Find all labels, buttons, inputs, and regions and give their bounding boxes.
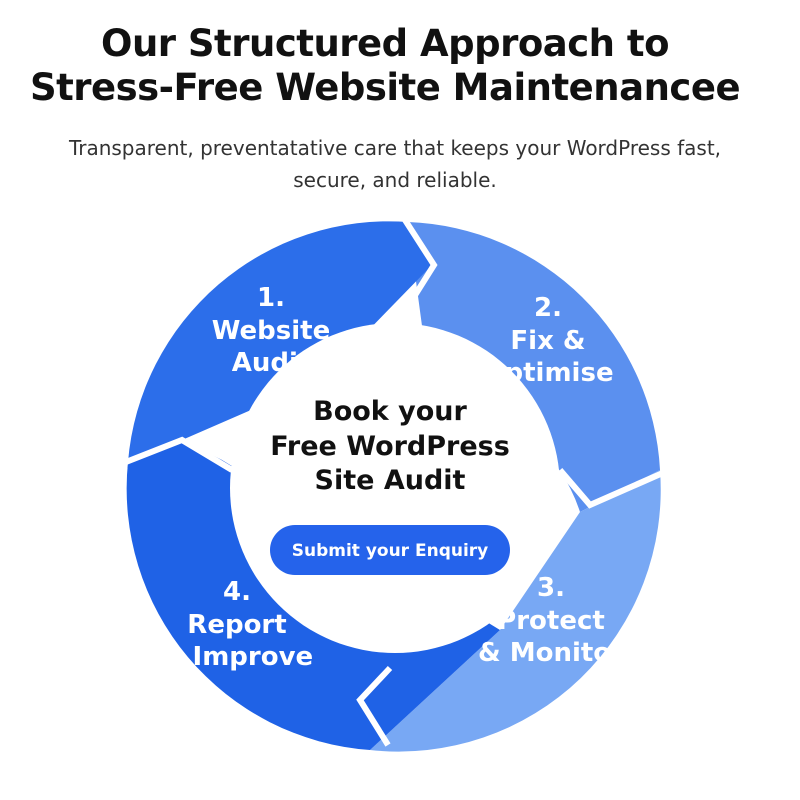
page-subtitle-line-1: Transparent, preventatative care that ke… xyxy=(68,136,722,160)
page-title-line-1: Our Structured Approach to xyxy=(100,22,670,65)
step-4-title-line-1: Report xyxy=(187,609,287,640)
cta-heading-line-1: Book your xyxy=(313,396,467,427)
step-1-number: 1. xyxy=(257,283,285,313)
separator-2-3 xyxy=(557,468,667,509)
cta-heading-line-3: Site Audit xyxy=(314,465,466,497)
step-3-number: 3. xyxy=(537,573,565,603)
step-2-label: 2. Fix & Optimise xyxy=(463,292,633,390)
step-4-label: 4. Report & Improve xyxy=(152,576,322,674)
step-3-title-line-2: & Monitor xyxy=(478,638,624,668)
cycle-segment-fix-optimise xyxy=(408,222,660,512)
page-subtitle: Transparent, preventatative care that ke… xyxy=(40,132,750,196)
page-title: Our Structured Approach to Stress-Free W… xyxy=(0,22,770,111)
cta-heading-line-2: Free WordPress xyxy=(270,430,510,462)
separator-4-1 xyxy=(124,436,234,473)
separator-1-2 xyxy=(402,218,438,302)
cycle-segment-website-audit xyxy=(128,221,432,462)
cta-heading: Book your Free WordPress Site Audit xyxy=(255,395,525,499)
step-1-label: 1. Website Audit xyxy=(186,282,356,380)
step-3-label: 3. Protect & Monitor xyxy=(466,572,636,670)
step-3-title-line-1: Protect xyxy=(497,605,605,636)
separator-3-4 xyxy=(356,665,393,747)
step-2-number: 2. xyxy=(534,293,562,323)
step-4-number: 4. xyxy=(223,577,251,607)
step-4-title-line-2: & Improve xyxy=(160,642,314,672)
page-subtitle-line-2: secure, and reliable. xyxy=(293,168,497,192)
cycle-segment-protect-monitor xyxy=(370,470,661,752)
center-cta: Book your Free WordPress Site Audit Subm… xyxy=(255,395,525,575)
step-1-title-line-1: Website xyxy=(211,315,331,346)
step-2-title-line-2: Optimise xyxy=(482,358,614,388)
page-title-line-2: Stress-Free Website Maintenancee xyxy=(29,66,741,110)
step-1-title-line-2: Audit xyxy=(231,348,311,378)
step-2-title-line-1: Fix & xyxy=(510,325,586,356)
submit-enquiry-button[interactable]: Submit your Enquiry xyxy=(270,524,510,575)
cycle-separators xyxy=(124,218,667,747)
